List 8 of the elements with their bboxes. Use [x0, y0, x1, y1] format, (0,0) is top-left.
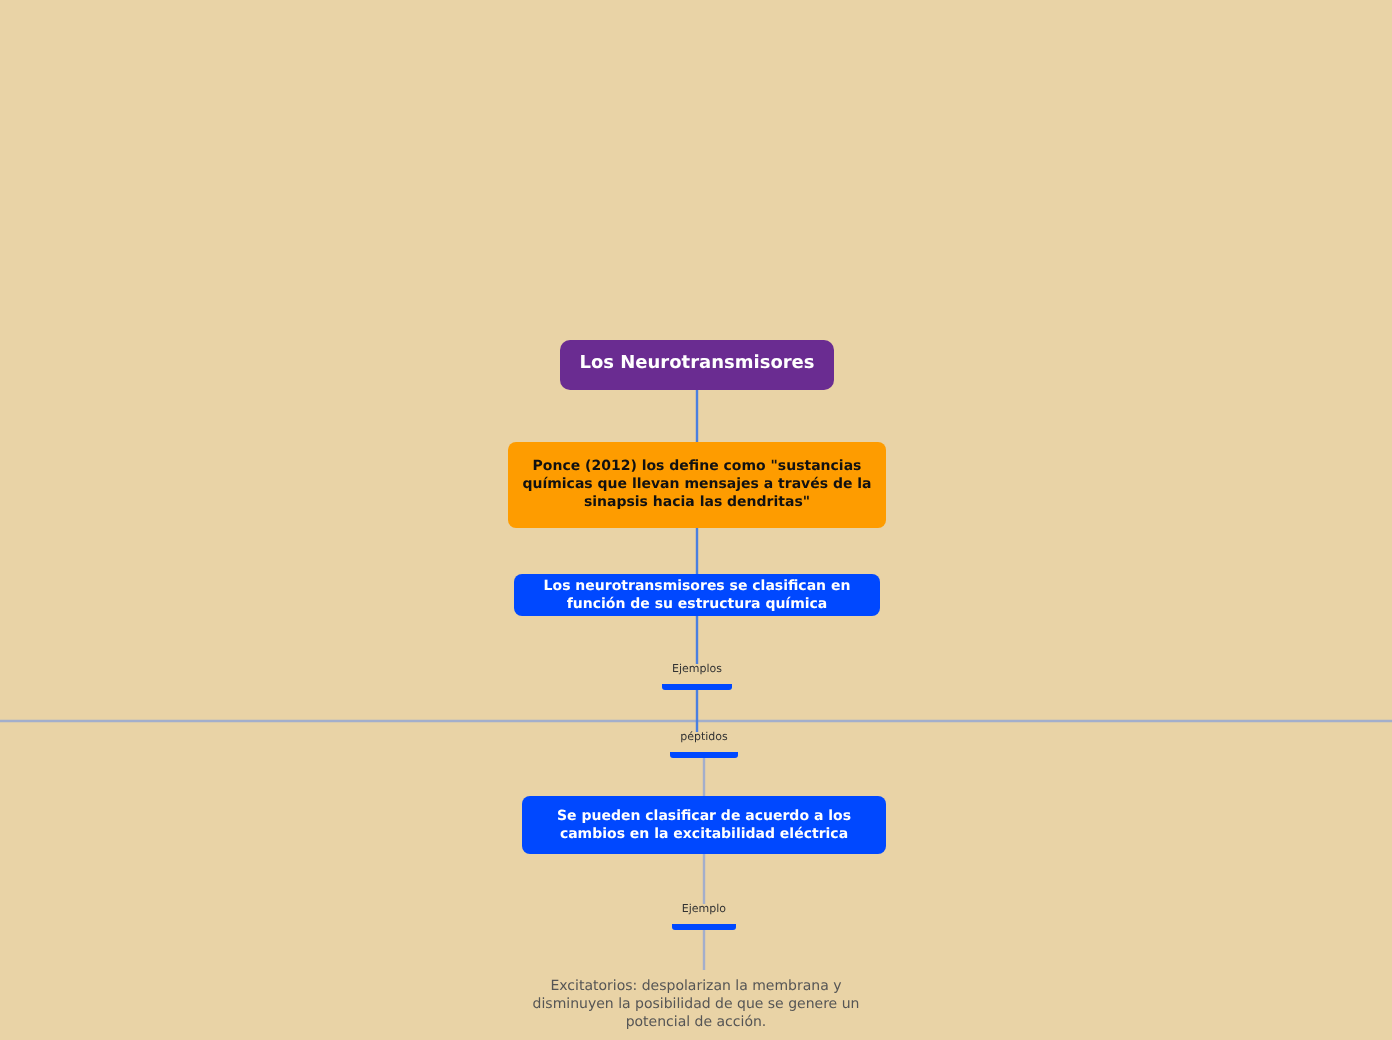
connector-line — [702, 758, 706, 796]
connector-line — [702, 854, 706, 904]
connector-line — [695, 528, 699, 574]
connector-line — [702, 930, 706, 970]
title-box: Los Neurotransmisores — [560, 340, 834, 390]
connector-line — [695, 690, 699, 732]
connector-line — [695, 390, 699, 442]
connector-line — [695, 616, 699, 664]
